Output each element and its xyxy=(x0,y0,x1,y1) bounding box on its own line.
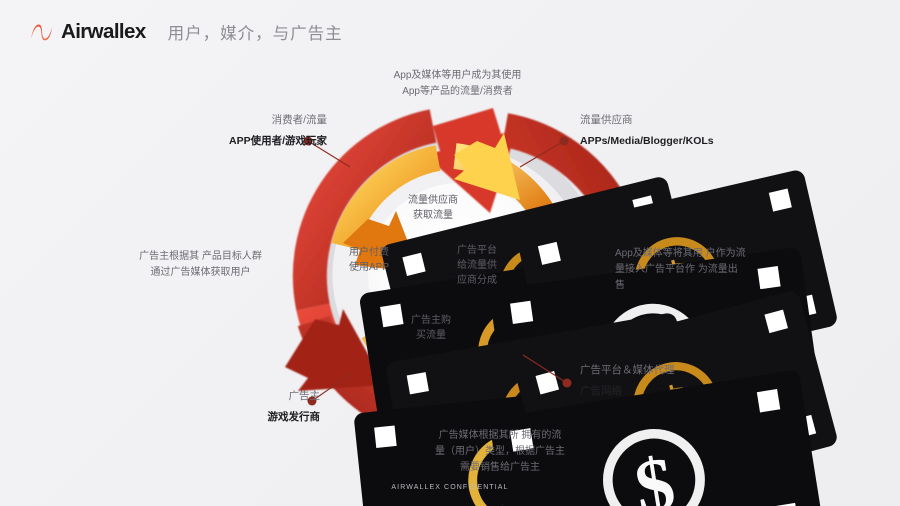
callout-consumer-main: APP使用者/游戏玩家 xyxy=(228,135,327,147)
callout-traffic-supplier-sub: 流量供应商 xyxy=(580,114,633,126)
callout-advertiser-main: 游戏发行商 xyxy=(267,411,321,423)
description-right: App及媒体等将其用 户作为流 量接入广告平台作 为流量出 售 xyxy=(615,248,746,291)
inner-label-user-pays-to-use-app: 用户付费 使用APP xyxy=(349,247,390,273)
inner-label-traffic-supplier-gets-traffic: 流量供应商 获取流量 xyxy=(408,195,458,221)
description-bottom: 广告媒体根据其所 拥有的流 量（用户）类型，根据广告主 需要销售给广告主 xyxy=(435,430,565,473)
callout-ad-network-main: 广告网络 xyxy=(580,385,622,397)
dollar-bills-icon: $ $ xyxy=(331,290,702,506)
brand-logo: Airwallex xyxy=(30,20,146,44)
dollar-bills-icon: $ $ xyxy=(457,291,837,506)
callout-traffic-supplier-main: APPs/Media/Blogger/KOLs xyxy=(580,135,714,147)
connector-network xyxy=(505,345,575,391)
dollar-bills-icon: $ $ xyxy=(459,164,837,461)
connector-consumer xyxy=(300,130,360,170)
callout-ad-network: 广告平台＆媒体代理 广告网络 xyxy=(580,362,740,400)
slide-header: Airwallex 用户，媒介，与广告主 xyxy=(30,20,343,44)
inner-label-advertiser-buys-traffic: 广告主购 买流量 xyxy=(411,315,451,341)
description-top: App及媒体等用户成为其使用 App等产品的流量/消费者 xyxy=(393,70,522,97)
callout-ad-network-sub: 广告平台＆媒体代理 xyxy=(580,364,675,376)
callout-consumer-sub: 消费者/流量 xyxy=(271,114,327,126)
callout-advertiser: 广告主 游戏发行商 xyxy=(210,388,321,426)
connector-supplier xyxy=(500,130,572,170)
callout-consumer: 消费者/流量 APP使用者/游戏玩家 xyxy=(197,112,327,150)
dollar-bills-icon: $ $ xyxy=(330,169,703,458)
inner-arrow-upper-right xyxy=(453,133,554,219)
brand-name: Airwallex xyxy=(61,20,146,43)
callout-advertiser-sub: 广告主 xyxy=(288,390,321,402)
page-title: 用户，媒介，与广告主 xyxy=(167,25,343,43)
confidential-footer: AIRWALLEX CONFIDENTIAL xyxy=(391,484,509,491)
connector-advertiser xyxy=(300,365,360,409)
callout-traffic-supplier: 流量供应商 APPs/Media/Blogger/KOLs xyxy=(580,112,750,150)
inner-label-ad-platform-revenue-share: 广告平台 给流量供 应商分成 xyxy=(457,245,497,286)
description-left: 广告主根据其 产品目标人群 通过广告媒体获取用户 xyxy=(139,251,262,278)
cycle-diagram: $ $ $ xyxy=(255,95,837,506)
airwallex-logo-mark-icon xyxy=(30,21,54,43)
